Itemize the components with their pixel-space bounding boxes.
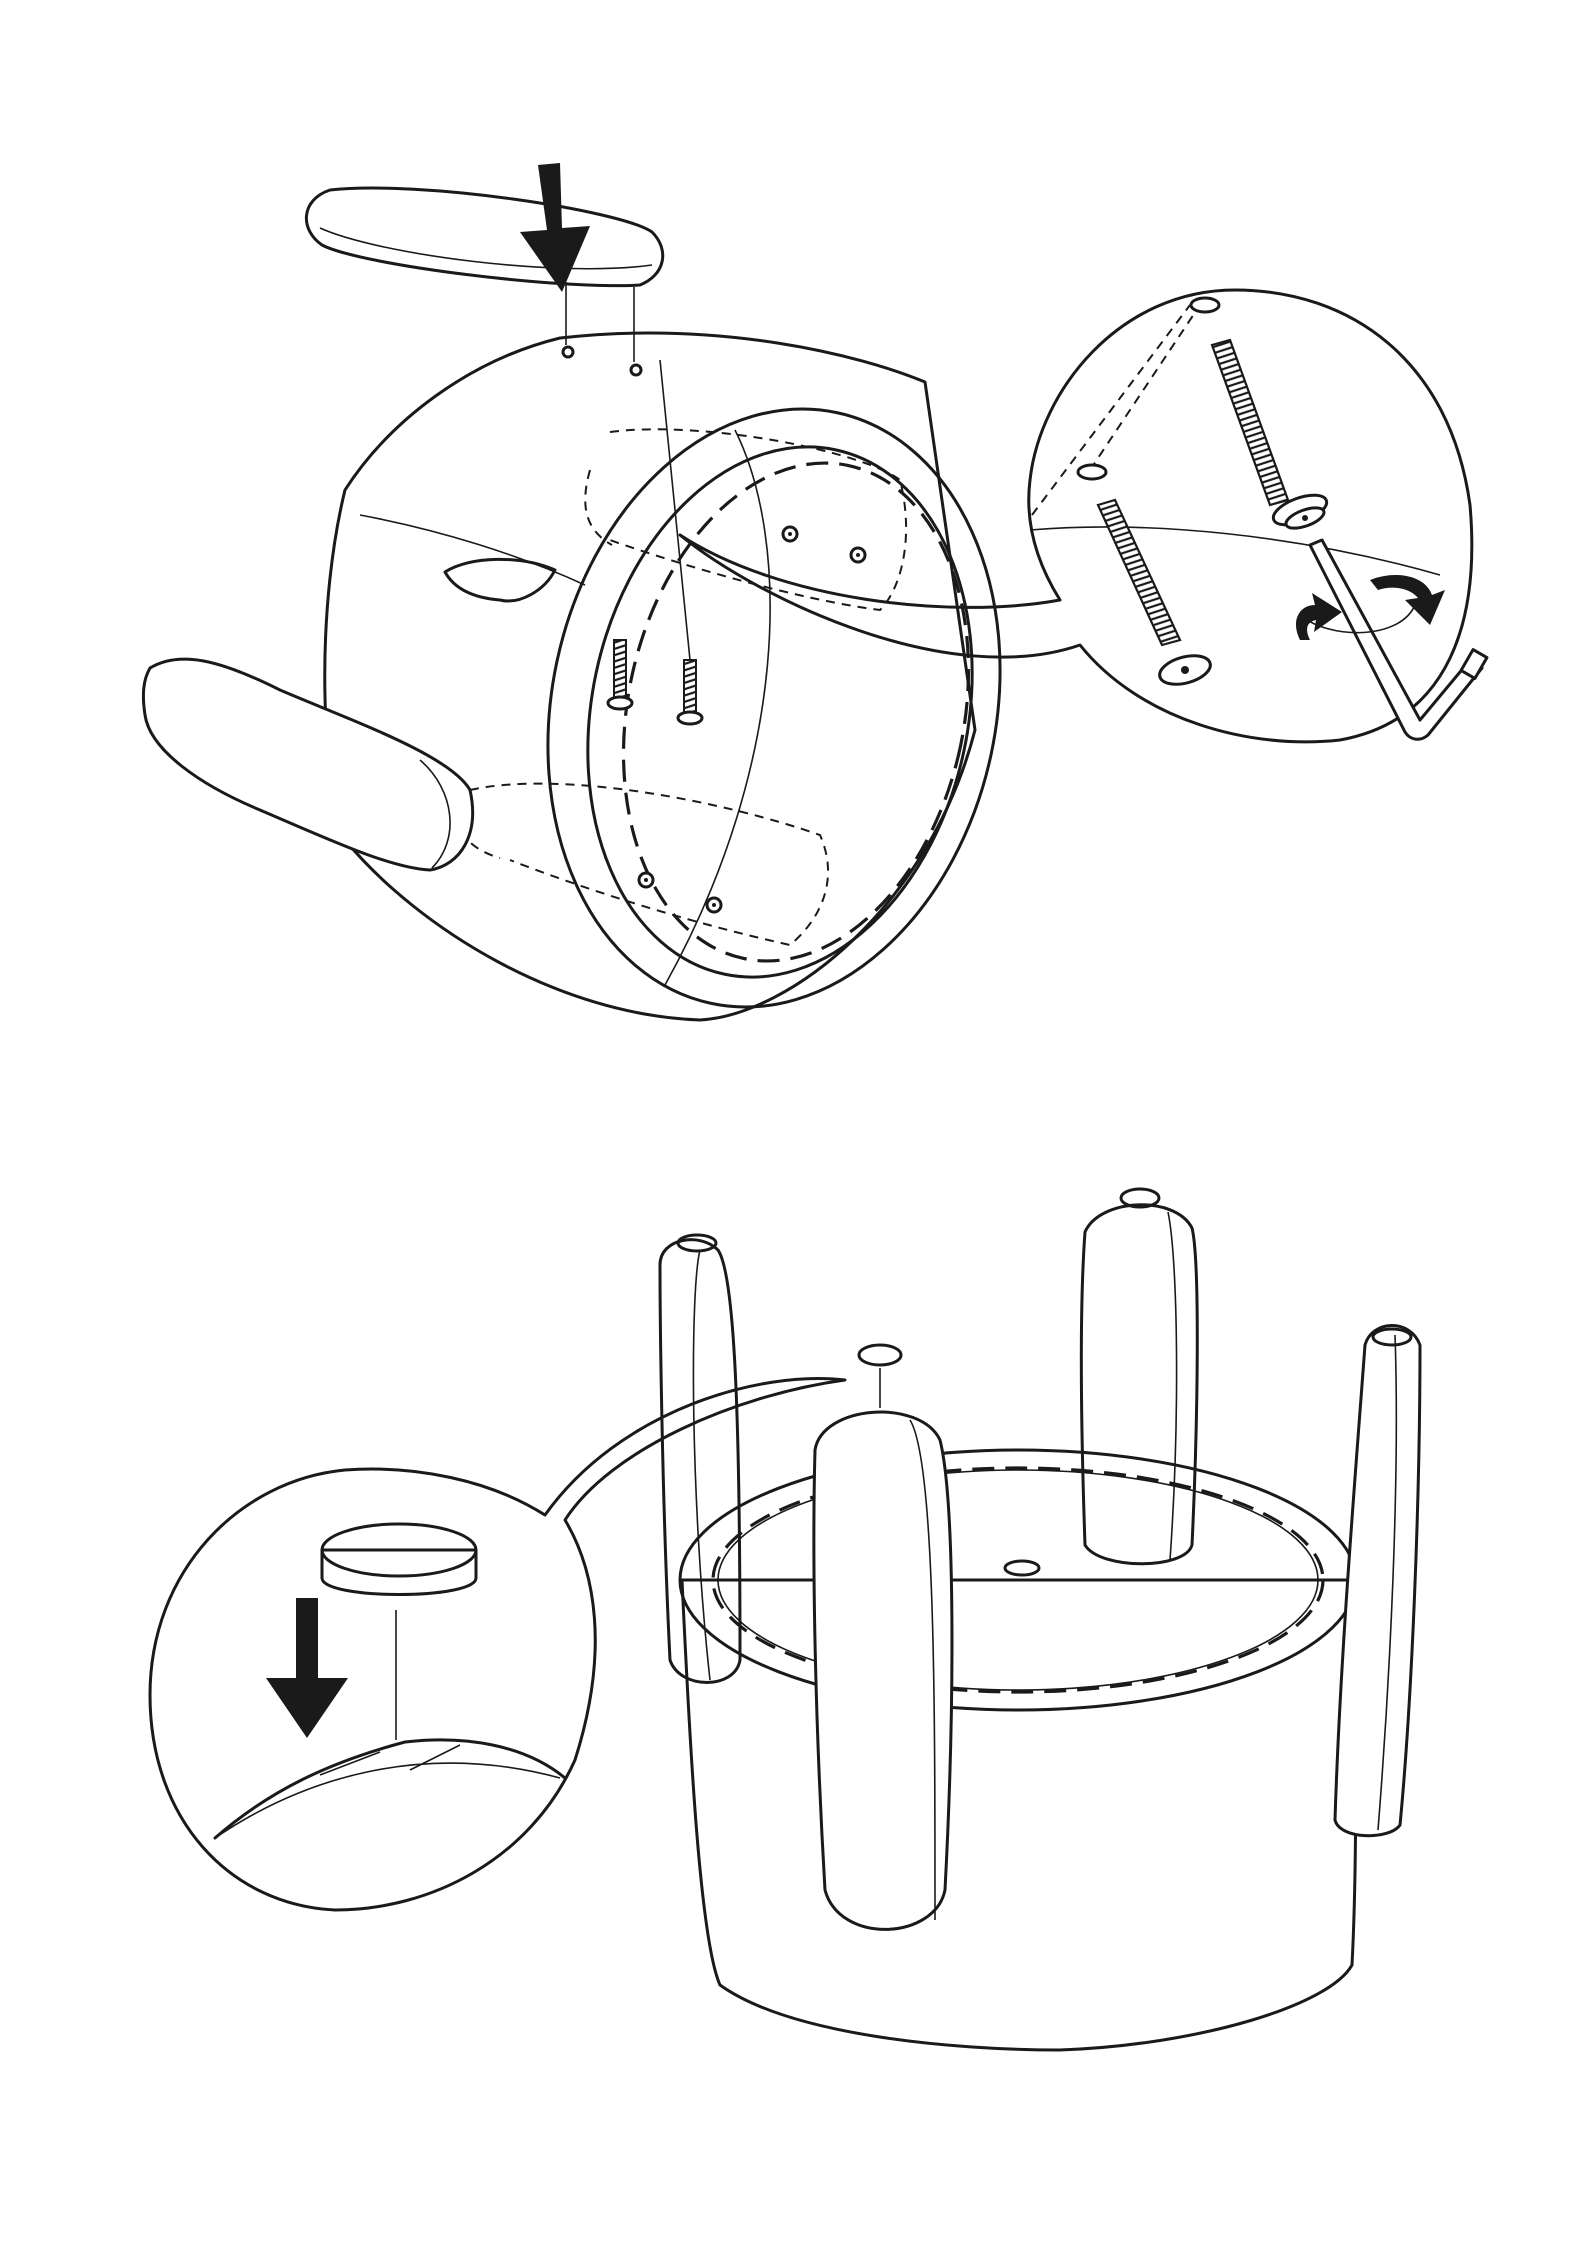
step-attach-armrests bbox=[143, 163, 1487, 1050]
bolt bbox=[1212, 340, 1330, 532]
leg-front-right bbox=[1335, 1325, 1420, 1835]
down-arrow-icon bbox=[266, 1598, 348, 1738]
armrest-left bbox=[143, 659, 472, 870]
leg-back-right bbox=[1081, 1189, 1197, 1564]
step-attach-legs bbox=[150, 1189, 1420, 2050]
allen-key-icon bbox=[1310, 540, 1487, 739]
leg-front-center bbox=[814, 1345, 952, 1929]
fabric-tab bbox=[445, 559, 555, 601]
detail-callout-bolts bbox=[680, 290, 1487, 742]
chair-body bbox=[325, 333, 1054, 1049]
leg-back-left bbox=[660, 1235, 740, 1683]
armrest-top bbox=[306, 188, 662, 362]
center-hole bbox=[1005, 1561, 1039, 1575]
interior-holes bbox=[639, 527, 865, 912]
floor-pad bbox=[322, 1524, 476, 1595]
chair-interior bbox=[540, 411, 1019, 1013]
interior-seam bbox=[579, 431, 1012, 994]
chair-body-upright bbox=[680, 1450, 1356, 2050]
